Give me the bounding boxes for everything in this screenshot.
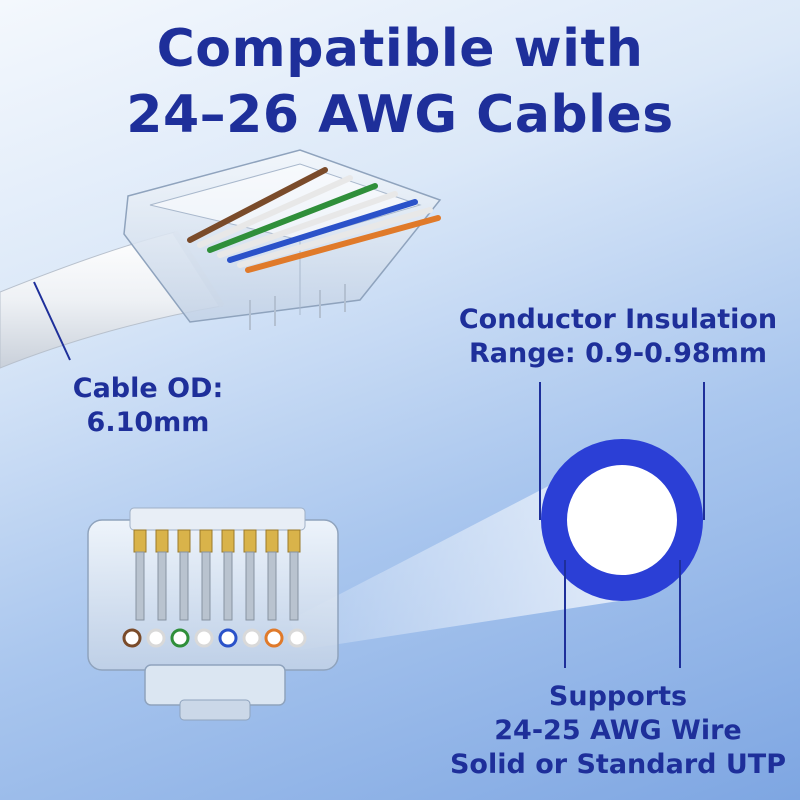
headline-line-1: Compatible with [156,19,644,79]
cable-od-label: Cable OD: 6.10mm [58,372,238,440]
conductor-insulation-label-line-1: Conductor Insulation [458,304,778,335]
cable-od-value: 6.10mm [86,407,210,438]
cable-od-label-line-1: Cable OD: [72,373,224,404]
insulation-dimension-lines [539,382,705,520]
conductor-insulation-range: Range: 0.9-0.98mm [469,338,767,369]
top-connector-icon [123,149,442,330]
wire-support-label-line-1: Supports [548,681,688,712]
bottom-connector-icon [87,507,339,721]
wire-support-label-line-2: 24-25 AWG Wire [494,715,742,746]
wire-gauge-dimension-lines [564,560,681,668]
conductor-cross-section [541,439,703,601]
headline-line-2: 24–26 AWG Cables [126,85,674,145]
cable-od-marker [33,281,71,361]
wire-support-label: Supports 24-25 AWG Wire Solid or Standar… [440,680,796,782]
conductor-insulation-label: Conductor Insulation Range: 0.9-0.98mm [440,303,796,371]
wire-support-label-line-3: Solid or Standard UTP [449,749,786,780]
